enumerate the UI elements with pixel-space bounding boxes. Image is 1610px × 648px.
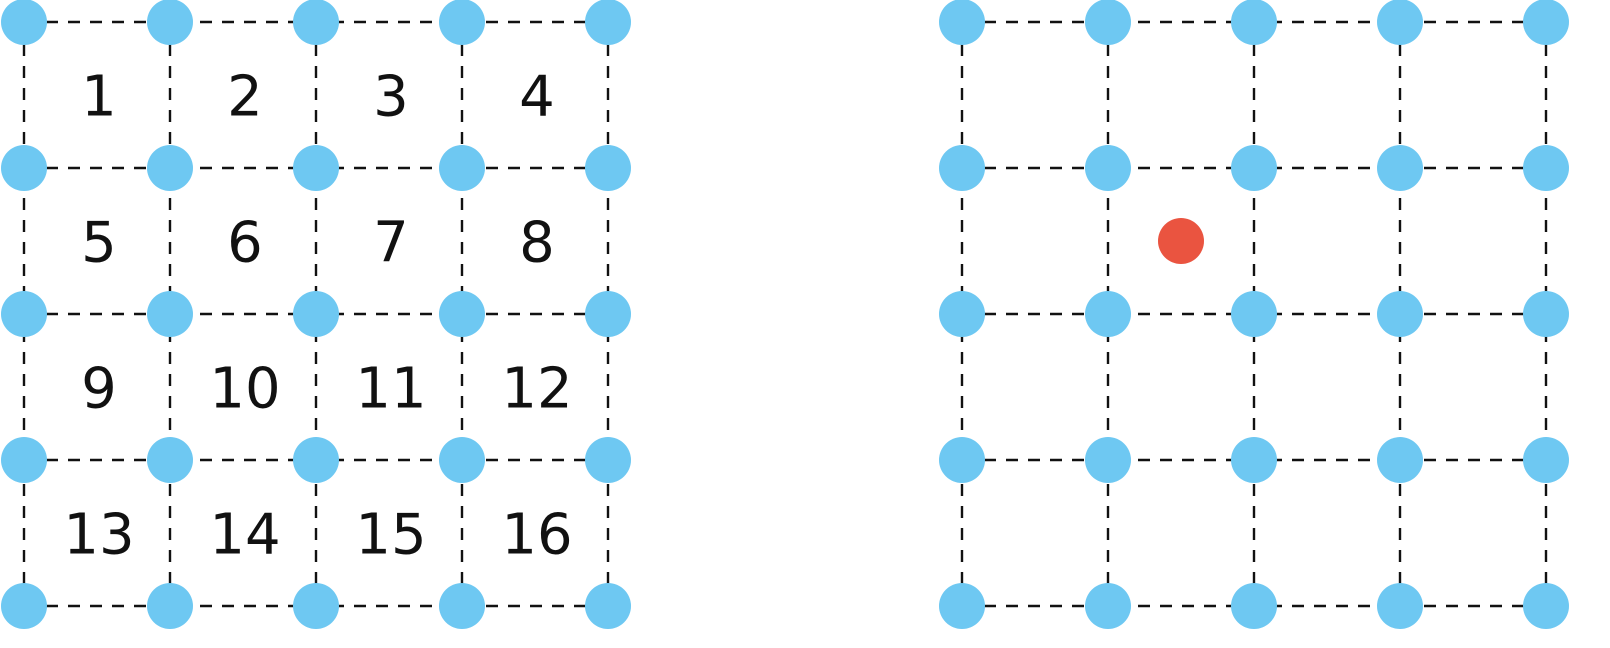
grid-node [293, 437, 339, 483]
cell-label: 16 [501, 503, 572, 568]
grid-node [293, 145, 339, 191]
cell-label: 12 [501, 357, 572, 422]
grid-node [1085, 145, 1131, 191]
cell-label: 3 [373, 65, 409, 130]
grid-node [585, 583, 631, 629]
cell-label: 5 [81, 211, 117, 276]
grid-node [439, 583, 485, 629]
grid-node [1, 583, 47, 629]
cell-label: 11 [355, 357, 426, 422]
grid-node [939, 583, 985, 629]
grid-node [1523, 583, 1569, 629]
grid-node [439, 291, 485, 337]
point-grid [939, 0, 1569, 629]
grid-node [1523, 0, 1569, 45]
cell-label: 1 [81, 65, 117, 130]
cell-label: 4 [519, 65, 555, 130]
grid-node [147, 291, 193, 337]
grid-node [939, 291, 985, 337]
grid-node [293, 291, 339, 337]
grid-node [439, 0, 485, 45]
grid-node [147, 0, 193, 45]
grid-node [939, 145, 985, 191]
cell-label: 15 [355, 503, 426, 568]
cell-label: 13 [63, 503, 134, 568]
grid-node [1523, 437, 1569, 483]
grid-node [439, 437, 485, 483]
grid-node [1085, 437, 1131, 483]
grid-node [585, 437, 631, 483]
grid-node [1231, 145, 1277, 191]
grid-node [1377, 291, 1423, 337]
grid-node [1523, 291, 1569, 337]
grid-node [1085, 291, 1131, 337]
grid-node [1, 291, 47, 337]
grid-node [439, 145, 485, 191]
highlighted-point [1158, 218, 1204, 264]
grid-node [147, 583, 193, 629]
cell-label: 10 [209, 357, 280, 422]
grid-node [1231, 437, 1277, 483]
grid-node [147, 437, 193, 483]
grid-node [1231, 291, 1277, 337]
grid-node [1231, 0, 1277, 45]
grid-node [1085, 583, 1131, 629]
grid-node [1377, 437, 1423, 483]
grid-node [939, 0, 985, 45]
grid-node [1523, 145, 1569, 191]
grid-node [1377, 145, 1423, 191]
cell-label: 2 [227, 65, 263, 130]
grid-node [1377, 0, 1423, 45]
grid-node [147, 145, 193, 191]
grid-node [585, 145, 631, 191]
cell-label: 7 [373, 211, 409, 276]
cell-label: 8 [519, 211, 555, 276]
grid-node [939, 437, 985, 483]
grid-node [1231, 583, 1277, 629]
cell-label: 14 [209, 503, 280, 568]
grid-node [293, 583, 339, 629]
grid-node [1377, 583, 1423, 629]
grid-node [585, 291, 631, 337]
grid-node [585, 0, 631, 45]
grid-node [1, 437, 47, 483]
cell-label: 9 [81, 357, 117, 422]
grid-node [1085, 0, 1131, 45]
grid-node [1, 145, 47, 191]
grid-node [1, 0, 47, 45]
grid-node [293, 0, 339, 45]
cell-label: 6 [227, 211, 263, 276]
